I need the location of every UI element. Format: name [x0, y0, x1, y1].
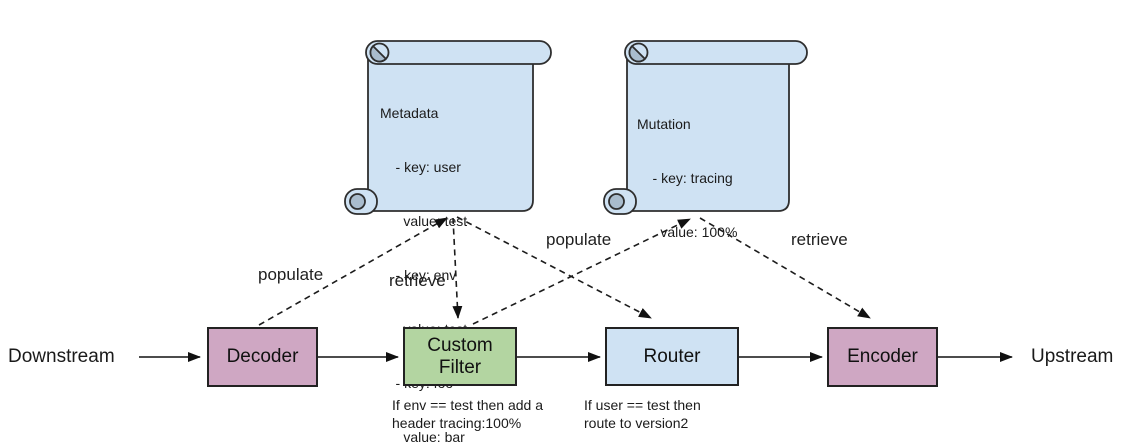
node-custom-filter-label: Custom Filter: [427, 334, 493, 378]
edge-label-populate-decoder-metadata: populate: [258, 265, 324, 284]
edge-label-retrieve-metadata-filter: retrieve: [389, 271, 446, 290]
scroll-line: value: bar: [380, 429, 465, 445]
edge-label-retrieve-mutation-encoder: retrieve: [791, 230, 848, 249]
node-router-label: Router: [643, 345, 701, 367]
mutation-scroll-title: Mutation: [637, 116, 691, 132]
node-encoder: Encoder: [827, 327, 938, 387]
metadata-scroll-shape: [344, 40, 552, 215]
edge-custom-filter-mutation-populate: [472, 218, 691, 325]
custom-filter-note: If env == test then add a header tracing…: [392, 397, 543, 431]
scroll-line: value: 100%: [637, 224, 738, 240]
node-router: Router: [605, 327, 739, 386]
node-custom-filter: Custom Filter: [403, 327, 517, 386]
node-decoder: Decoder: [207, 327, 318, 387]
edge-mutation-encoder-retrieve: [699, 217, 871, 319]
dashed-metadata-arrows: [258, 216, 871, 326]
metadata-scroll-text: Metadata - key: user value: test - key: …: [380, 68, 467, 446]
scroll-line: - key: env: [380, 267, 457, 283]
scroll-line: - key: user: [380, 159, 461, 175]
edge-decoder-metadata-populate: [258, 217, 448, 326]
router-note: If user == test then route to version2: [584, 397, 701, 431]
scroll-line: - key: tracing: [637, 170, 733, 186]
mutation-scroll-text: Mutation - key: tracing value: 100%: [637, 79, 737, 277]
node-encoder-label: Encoder: [847, 346, 918, 367]
downstream-label: Downstream: [8, 346, 115, 367]
scroll-line: value: test: [380, 213, 468, 229]
mutation-scroll-shape: [603, 40, 808, 215]
edge-metadata-router: [456, 216, 652, 319]
upstream-label: Upstream: [1031, 346, 1114, 367]
metadata-scroll-title: Metadata: [380, 105, 439, 121]
node-decoder-label: Decoder: [226, 346, 299, 367]
edge-label-populate-filter-mutation: populate: [546, 230, 612, 249]
